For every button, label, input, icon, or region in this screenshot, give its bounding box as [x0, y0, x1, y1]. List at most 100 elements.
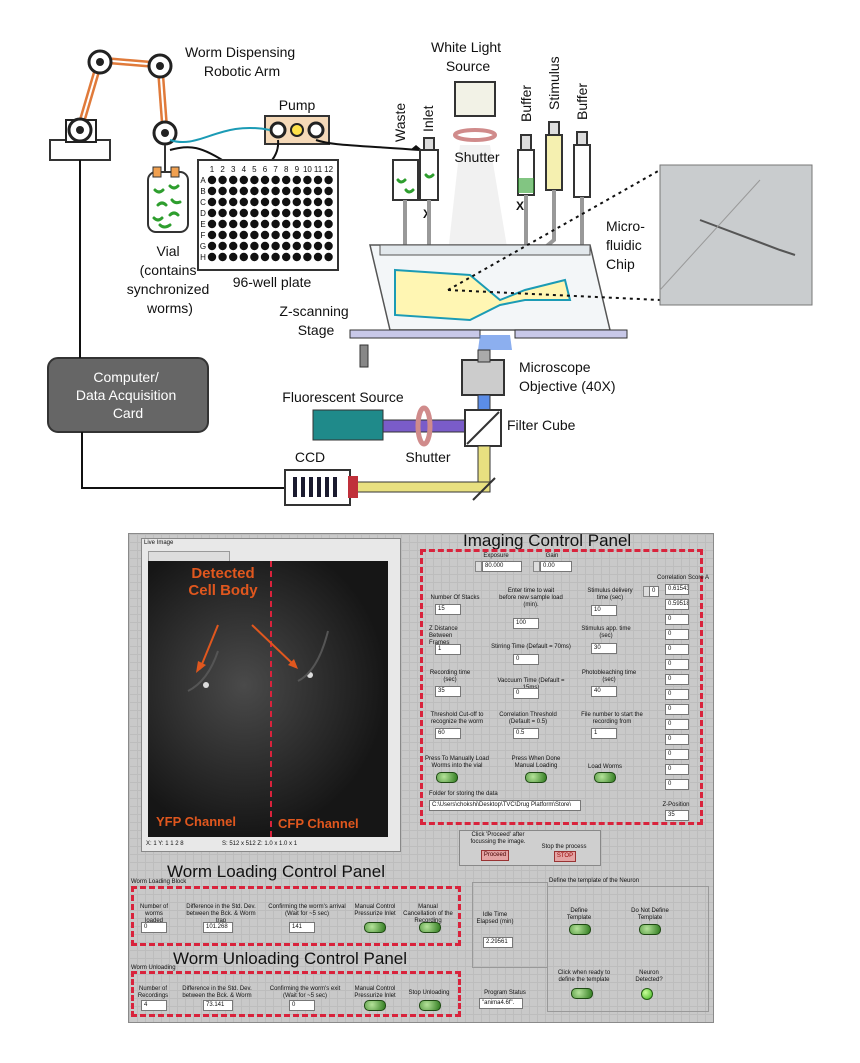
well — [303, 230, 312, 240]
well — [260, 252, 270, 262]
well — [239, 230, 248, 240]
stim-delivery-input[interactable]: 10 — [591, 605, 617, 616]
well — [282, 241, 291, 251]
well — [271, 252, 280, 262]
image-status: X: 1 Y: 1 1 2 8 — [146, 841, 184, 847]
no-template-button[interactable] — [639, 924, 661, 935]
gain-spin[interactable] — [533, 561, 540, 572]
well — [218, 252, 227, 262]
well-col-label: 11 — [314, 165, 323, 174]
well — [292, 241, 301, 251]
shutter-bottom-icon — [415, 405, 433, 447]
ready-template-button[interactable] — [571, 988, 593, 999]
corr-input[interactable]: 0.5 — [513, 728, 539, 739]
done-loading-button[interactable] — [525, 772, 547, 783]
corr-score-item: 0 — [665, 764, 689, 775]
well — [313, 219, 323, 229]
stop-unloading-button[interactable] — [419, 1000, 441, 1011]
well — [207, 219, 217, 229]
well — [282, 219, 291, 229]
detection-arrows — [187, 624, 329, 692]
well — [313, 197, 323, 207]
well — [229, 230, 238, 240]
well-col-label: 8 — [284, 165, 289, 174]
stimulus-label: Stimulus — [546, 56, 562, 110]
stacks-input[interactable]: 15 — [435, 604, 461, 615]
well — [218, 208, 227, 218]
image-size: S: 512 x 512 Z: 1.0 x 1.0 x 1 — [222, 841, 298, 847]
corr-score-item: 0 — [665, 644, 689, 655]
corr-score-item: 0 — [665, 719, 689, 730]
imaging-box — [420, 549, 703, 825]
pressurize-inlet-button[interactable] — [364, 922, 386, 933]
white-light-source — [454, 81, 496, 117]
pressurize-inlet-2-button[interactable] — [364, 1000, 386, 1011]
well — [324, 197, 333, 207]
threshold-input[interactable]: 60 — [435, 728, 461, 739]
corr-score-index[interactable]: 0 — [649, 586, 659, 597]
well — [303, 241, 312, 251]
well — [218, 230, 227, 240]
well — [282, 175, 291, 185]
well — [282, 230, 291, 240]
well — [271, 186, 280, 196]
chip-label: Micro- fluidic Chip — [606, 218, 649, 272]
shutter-bottom-label: Shutter — [405, 449, 450, 465]
well — [292, 186, 301, 196]
well — [324, 230, 333, 240]
well — [229, 252, 238, 262]
zdist-input[interactable]: 1 — [435, 644, 461, 655]
vial-label: Vial (contains synchronized worms) — [127, 243, 213, 316]
well — [239, 241, 248, 251]
well — [250, 252, 259, 262]
well — [324, 219, 333, 229]
stop-button[interactable]: STOP — [554, 851, 576, 862]
vacuum-input[interactable]: 0 — [513, 688, 539, 699]
well — [303, 197, 312, 207]
zpos-input[interactable]: 35 — [665, 810, 689, 821]
well — [229, 219, 238, 229]
exposure-input[interactable]: 80.000 — [482, 561, 522, 572]
cancel-recording-button[interactable] — [419, 922, 441, 933]
well — [207, 252, 217, 262]
live-image[interactable]: Detected Cell Body YFP Channel CFP Chann… — [148, 561, 388, 837]
gain-input[interactable]: 0.00 — [540, 561, 572, 572]
stim-app-input[interactable]: 30 — [591, 643, 617, 654]
corr-score-item: 0 — [665, 614, 689, 625]
define-template-button[interactable] — [569, 924, 591, 935]
recording-input[interactable]: 35 — [435, 686, 461, 697]
diff2-output: 73.141 — [203, 1000, 233, 1011]
computer-box — [47, 357, 209, 433]
well — [303, 175, 312, 185]
well — [207, 230, 217, 240]
well — [292, 252, 301, 262]
yfp-label: YFP Channel — [156, 814, 236, 829]
well-col-label: 1 — [210, 165, 215, 174]
ccd-label: CCD — [295, 449, 325, 465]
well — [303, 186, 312, 196]
well — [313, 175, 323, 185]
well — [303, 208, 312, 218]
manual-load-button[interactable] — [436, 772, 458, 783]
well — [207, 186, 217, 196]
well — [218, 241, 227, 251]
photobleach-input[interactable]: 40 — [591, 686, 617, 697]
stirring-input[interactable]: 0 — [513, 654, 539, 665]
well — [250, 186, 259, 196]
corr-score-item: 0 — [665, 704, 689, 715]
load-worms-button[interactable] — [594, 772, 616, 783]
proceed-button[interactable]: Proceed — [481, 850, 509, 861]
well-col-label: 10 — [303, 165, 312, 174]
well-col-label: 7 — [273, 165, 278, 174]
filenum-input[interactable]: 1 — [591, 728, 617, 739]
well — [292, 175, 301, 185]
wait-input[interactable]: 100 — [513, 618, 539, 629]
exposure-spin[interactable] — [475, 561, 482, 572]
imaging-title: Imaging Control Panel — [463, 533, 632, 550]
buffer2-label: Buffer — [574, 83, 590, 120]
folder-input[interactable]: C:\Users\chokshi\Desktop\TVC\Drug Platfo… — [429, 800, 581, 811]
well — [271, 197, 280, 207]
well-row-label: B — [200, 187, 205, 196]
well — [260, 230, 270, 240]
well — [239, 186, 248, 196]
